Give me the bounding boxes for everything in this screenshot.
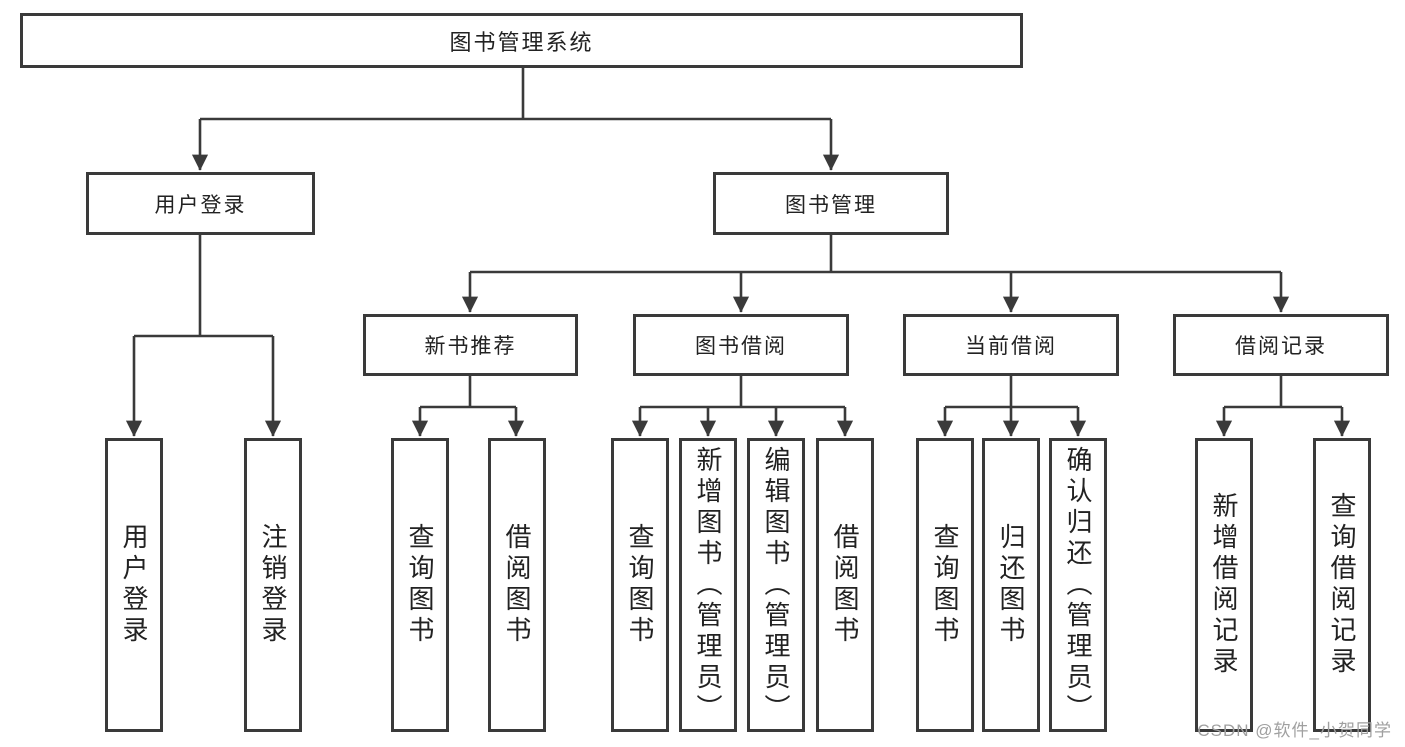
- node-leaf-bor-borrow-label: 借阅图书: [830, 523, 860, 647]
- node-leaf-bor-edit-label: 编辑图书（管理员）: [761, 445, 791, 725]
- trunk-borrow-records: [1224, 376, 1342, 409]
- node-leaf-log-query-label: 查询借阅记录: [1327, 492, 1357, 678]
- node-leaf-bor-edit: 编辑图书（管理员）: [747, 438, 805, 732]
- node-new-book-rec: 新书推荐: [363, 314, 578, 376]
- node-leaf-logout: 注销登录: [244, 438, 302, 732]
- node-leaf-log-add-label: 新增借阅记录: [1209, 492, 1239, 678]
- node-leaf-bor-borrow: 借阅图书: [816, 438, 874, 732]
- node-user-login-label: 用户登录: [154, 193, 247, 217]
- node-user-login: 用户登录: [86, 172, 315, 235]
- trunk-root: [200, 68, 831, 121]
- node-leaf-bor-query: 查询图书: [611, 438, 669, 732]
- trunk-new-book-rec: [420, 376, 516, 409]
- node-borrow-records: 借阅记录: [1173, 314, 1389, 376]
- node-leaf-log-query: 查询借阅记录: [1313, 438, 1371, 732]
- trunk-book-borrow: [640, 376, 845, 409]
- node-leaf-cur-confirm: 确认归还（管理员）: [1049, 438, 1107, 732]
- trunk-current-borrow: [945, 376, 1078, 409]
- node-leaf-login: 用户登录: [105, 438, 163, 732]
- node-leaf-login-label: 用户登录: [119, 523, 149, 647]
- node-current-borrow: 当前借阅: [903, 314, 1119, 376]
- node-book-mgmt-label: 图书管理: [785, 193, 877, 217]
- trunk-user-login: [134, 235, 273, 338]
- trunk-book-mgmt: [470, 235, 1281, 274]
- node-book-mgmt: 图书管理: [713, 172, 949, 235]
- node-leaf-logout-label: 注销登录: [258, 523, 288, 647]
- node-root-label: 图书管理系统: [449, 29, 594, 55]
- csdn-watermark: CSDN @软件_小贺同学: [1197, 721, 1392, 740]
- node-book-borrow: 图书借阅: [633, 314, 849, 376]
- node-leaf-rec-query-label: 查询图书: [405, 523, 435, 647]
- node-root: 图书管理系统: [20, 13, 1023, 68]
- node-new-book-rec-label: 新书推荐: [424, 335, 517, 358]
- node-leaf-cur-return: 归还图书: [982, 438, 1040, 732]
- node-leaf-cur-return-label: 归还图书: [996, 523, 1026, 647]
- node-leaf-rec-query: 查询图书: [391, 438, 449, 732]
- node-leaf-cur-confirm-label: 确认归还（管理员）: [1063, 445, 1093, 725]
- node-current-borrow-label: 当前借阅: [965, 335, 1057, 358]
- node-leaf-bor-query-label: 查询图书: [625, 523, 655, 647]
- node-borrow-records-label: 借阅记录: [1235, 335, 1327, 358]
- node-leaf-rec-borrow: 借阅图书: [488, 438, 546, 732]
- node-leaf-log-add: 新增借阅记录: [1195, 438, 1253, 732]
- node-book-borrow-label: 图书借阅: [695, 335, 787, 358]
- node-leaf-rec-borrow-label: 借阅图书: [502, 523, 532, 647]
- node-leaf-bor-add-label: 新增图书（管理员）: [693, 445, 723, 725]
- node-leaf-cur-query-label: 查询图书: [930, 523, 960, 647]
- node-leaf-bor-add: 新增图书（管理员）: [679, 438, 737, 732]
- node-leaf-cur-query: 查询图书: [916, 438, 974, 732]
